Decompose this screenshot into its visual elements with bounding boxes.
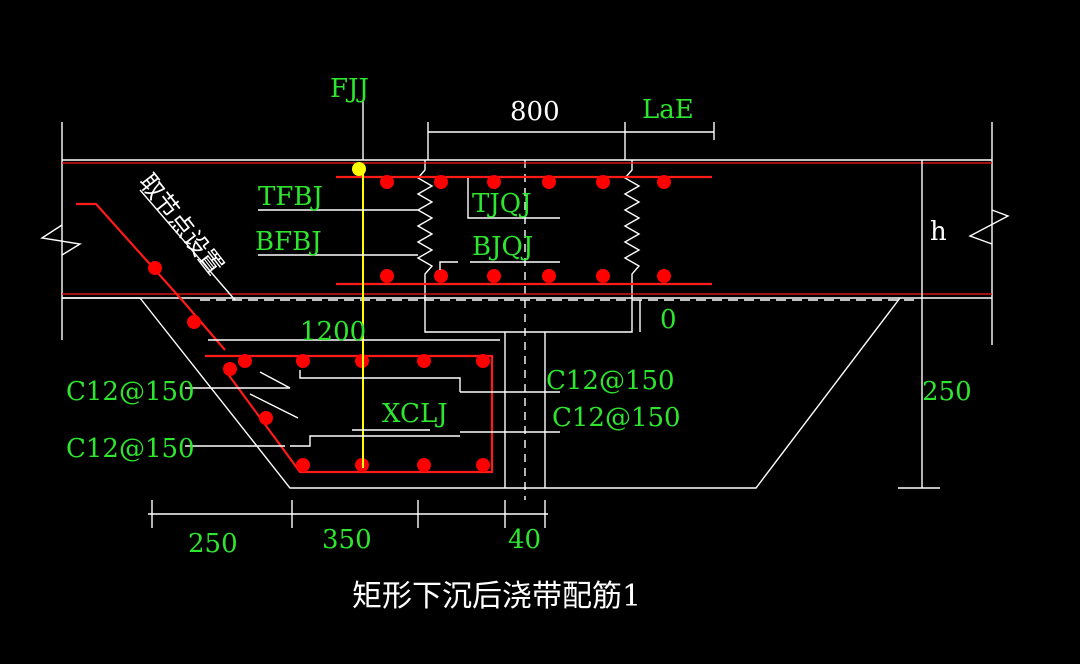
joint-edges <box>416 160 641 500</box>
dim-250-bottom-label: 250 <box>188 529 238 559</box>
bjqj-label: BJQJ <box>472 232 533 262</box>
dim-40-label: 40 <box>508 525 541 555</box>
rebar-dot <box>542 175 556 189</box>
c12-right-label-2: C12@150 <box>552 403 681 433</box>
leader-lines <box>139 178 560 447</box>
rebar-dot <box>657 175 671 189</box>
c12-right-label-1: C12@150 <box>546 366 675 396</box>
dim-250-right-label: 250 <box>922 377 972 407</box>
rebar-dot <box>148 261 162 275</box>
rebar-dot <box>187 315 201 329</box>
rebar-dot <box>417 458 431 472</box>
dim-800-label: 800 <box>510 97 560 127</box>
pit-outline <box>62 297 920 489</box>
rebar-dot <box>296 354 310 368</box>
dim-0-label: 0 <box>660 305 677 335</box>
rebar-dot <box>657 269 671 283</box>
fjj-label: FJJ <box>330 74 369 104</box>
rebar-dot <box>542 269 556 283</box>
rebar-dot <box>476 458 490 472</box>
rebar-dot <box>487 175 501 189</box>
rebar-dot <box>380 269 394 283</box>
slab-rebar <box>62 162 992 474</box>
rebar-dot <box>434 269 448 283</box>
dimension-lines <box>148 122 940 528</box>
xclj-label: XCLJ <box>382 399 448 429</box>
tjqj-label: TJQJ <box>472 189 532 219</box>
rebar-dot <box>596 175 610 189</box>
c12-left-label-1: C12@150 <box>66 377 195 407</box>
rebar-dot <box>596 269 610 283</box>
tfbj-label: TFBJ <box>258 182 323 212</box>
rebar-dot <box>417 354 431 368</box>
rebar-dots <box>148 175 671 472</box>
dim-350-label: 350 <box>322 525 372 555</box>
rebar-dot <box>259 411 273 425</box>
rebar-dot <box>476 354 490 368</box>
dim-1200-label: 1200 <box>300 317 366 347</box>
rebar-dot <box>487 269 501 283</box>
rebar-dot <box>238 354 252 368</box>
slab-outline <box>40 122 1010 345</box>
rebar-dot <box>296 458 310 472</box>
bfbj-label: BFBJ <box>255 227 322 257</box>
fjj-marker <box>352 100 366 468</box>
rebar-dot <box>380 175 394 189</box>
lae-label: LaE <box>642 95 694 125</box>
figure-caption: 矩形下沉后浇带配筋1 <box>352 579 641 614</box>
rebar-dot <box>223 362 237 376</box>
c12-left-label-2: C12@150 <box>66 434 195 464</box>
node-setting-label: 取节点设置 <box>133 168 229 280</box>
rebar-dot <box>434 175 448 189</box>
h-label: h <box>930 217 947 247</box>
